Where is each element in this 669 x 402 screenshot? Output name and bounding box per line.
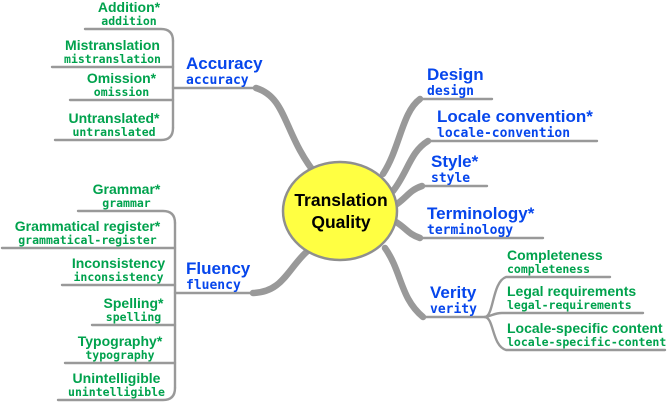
node-inconsistency-label: Inconsistency <box>71 255 166 271</box>
node-typography: Typography* typography <box>65 334 175 362</box>
connector-legal-requirements <box>483 311 645 319</box>
branch-locale-convention <box>389 137 432 195</box>
node-inconsistency: Inconsistency inconsistency <box>62 256 175 284</box>
node-typography-code: typography <box>85 348 155 362</box>
node-design-code: design <box>427 84 474 99</box>
node-locale-convention-label: Locale convention* <box>437 107 593 126</box>
node-addition: Addition* addition <box>85 0 173 28</box>
connector-grammar <box>76 209 177 225</box>
node-spelling: Spelling* spelling <box>92 296 175 324</box>
node-completeness-label: Completeness <box>507 247 603 263</box>
node-grammar: Grammar* grammar <box>78 182 175 210</box>
node-terminology-label: Terminology* <box>427 204 535 223</box>
node-legal-requirements-label: Legal requirements <box>507 283 637 299</box>
node-completeness: Completeness completeness <box>507 248 603 276</box>
center-node-line1: Translation <box>294 190 388 210</box>
node-grammatical-register: Grammatical register* grammatical-regist… <box>0 219 175 247</box>
node-mistranslation-label: Mistranslation <box>65 37 160 53</box>
center-node-line2: Quality <box>311 212 371 232</box>
node-locale-convention: Locale convention* locale-convention <box>437 107 593 141</box>
node-untranslated-code: untranslated <box>72 125 156 139</box>
branch-accuracy <box>252 84 322 181</box>
node-style-code: style <box>431 171 471 186</box>
node-inconsistency-code: inconsistency <box>73 270 164 284</box>
node-design: Design design <box>427 65 484 99</box>
node-grammatical-register-label: Grammatical register* <box>14 218 161 234</box>
node-addition-label: Addition* <box>97 0 161 15</box>
node-omission-code: omission <box>93 85 150 99</box>
node-style: Style* style <box>431 152 478 186</box>
connector-addition <box>83 27 175 43</box>
node-fluency-label: Fluency <box>186 259 251 278</box>
node-verity: Verity verity <box>430 283 477 317</box>
node-unintelligible: Unintelligible unintelligible <box>58 371 175 399</box>
node-grammatical-register-code: grammatical-register <box>18 233 157 247</box>
node-legal-requirements: Legal requirements legal-requirements <box>507 284 636 312</box>
node-unintelligible-label: Unintelligible <box>72 370 161 386</box>
node-omission-label: Omission* <box>86 70 157 86</box>
connector-untranslated <box>53 126 175 142</box>
node-fluency-code: fluency <box>186 278 241 293</box>
node-untranslated-label: Untranslated* <box>68 110 160 126</box>
node-completeness-code: completeness <box>507 262 591 276</box>
node-locale-convention-code: locale-convention <box>437 126 571 141</box>
node-locale-specific-content-code: locale-specific-content <box>507 335 667 349</box>
node-omission: Omission* omission <box>70 71 173 99</box>
node-design-label: Design <box>427 65 484 84</box>
node-terminology-code: terminology <box>427 223 514 238</box>
node-style-label: Style* <box>431 152 479 171</box>
node-grammar-label: Grammar* <box>92 181 161 197</box>
node-locale-specific-content-label: Locale-specific content <box>507 320 663 336</box>
node-spelling-code: spelling <box>105 310 162 324</box>
node-unintelligible-code: unintelligible <box>68 385 165 399</box>
node-mistranslation: Mistranslation mistranslation <box>52 38 173 66</box>
center-node: Translation Quality <box>285 168 397 254</box>
connector-locale-specific-content <box>483 315 667 352</box>
node-legal-requirements-code: legal-requirements <box>507 298 632 312</box>
node-accuracy-label: Accuracy <box>186 54 263 73</box>
node-spelling-label: Spelling* <box>103 295 164 311</box>
node-verity-label: Verity <box>430 283 477 302</box>
node-fluency: Fluency fluency <box>186 259 250 293</box>
node-untranslated: Untranslated* untranslated <box>55 111 173 139</box>
node-addition-code: addition <box>101 14 157 28</box>
branch-style <box>393 182 426 208</box>
branch-verity <box>381 244 427 321</box>
connector-unintelligible <box>56 386 177 402</box>
node-verity-code: verity <box>430 302 477 317</box>
node-accuracy: Accuracy accuracy <box>186 54 263 88</box>
node-typography-label: Typography* <box>77 333 163 349</box>
node-mistranslation-code: mistranslation <box>64 52 161 66</box>
node-grammar-code: grammar <box>102 196 151 210</box>
node-locale-specific-content: Locale-specific content locale-specific-… <box>507 321 666 349</box>
node-terminology: Terminology* terminology <box>427 204 534 238</box>
branch-terminology <box>392 218 424 242</box>
branch-design <box>379 95 424 178</box>
node-accuracy-code: accuracy <box>186 73 249 88</box>
center-node-ellipse <box>281 160 399 262</box>
